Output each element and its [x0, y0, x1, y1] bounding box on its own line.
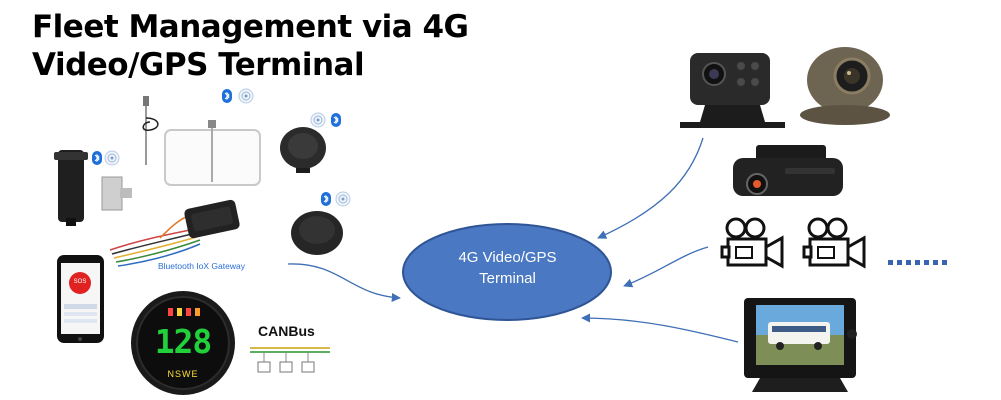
- bluetooth-icon: [331, 113, 341, 127]
- canbus-label: CANBus: [258, 323, 315, 339]
- sos-label: SOS: [68, 279, 92, 285]
- door-sensor-panel: [165, 120, 260, 185]
- dash-camera: [733, 145, 843, 196]
- bluetooth-icon: [321, 192, 331, 206]
- page-title: Fleet Management via 4G Video/GPS Termin…: [32, 8, 469, 84]
- bluetooth-iox-gateway: [110, 199, 241, 266]
- wifi-signal-icon: [336, 192, 350, 206]
- gateway-label: Bluetooth IoX Gateway: [158, 261, 245, 271]
- video-camera-icon: [722, 219, 782, 266]
- dome-camera: [800, 47, 890, 125]
- compass-readout: NSWE: [143, 369, 223, 379]
- bluetooth-icon: [92, 151, 102, 165]
- smartphone: [57, 255, 104, 343]
- arrow-left-in: [288, 264, 400, 298]
- cylinder-beacon: [54, 150, 88, 226]
- canbus-network: [250, 348, 330, 372]
- wifi-signal-icon: [105, 151, 119, 165]
- arrow-cameras-in: [598, 138, 703, 238]
- button-sensor: [291, 211, 343, 255]
- title-line-1: Fleet Management via 4G: [32, 8, 469, 46]
- magnet-bracket: [102, 177, 132, 210]
- temperature-probe: [143, 96, 158, 165]
- video-camera-icon: [804, 219, 864, 266]
- arrow-monitor-in: [582, 318, 738, 342]
- rear-view-camera: [680, 53, 785, 128]
- terminal-label: 4G Video/GPS Terminal: [405, 247, 610, 289]
- arrow-camcorders-in: [624, 247, 708, 286]
- bluetooth-icon: [222, 89, 232, 103]
- ellipsis-icon: [888, 260, 947, 265]
- wifi-signal-icon: [311, 113, 325, 127]
- video-monitor: [744, 298, 857, 392]
- title-line-2: Video/GPS Terminal: [32, 46, 469, 84]
- tire-sensor: [280, 127, 326, 173]
- speed-readout: 128: [143, 322, 223, 361]
- wifi-signal-icon: [239, 89, 253, 103]
- terminal-label-line-1: 4G Video/GPS: [405, 247, 610, 268]
- terminal-label-line-2: Terminal: [405, 268, 610, 289]
